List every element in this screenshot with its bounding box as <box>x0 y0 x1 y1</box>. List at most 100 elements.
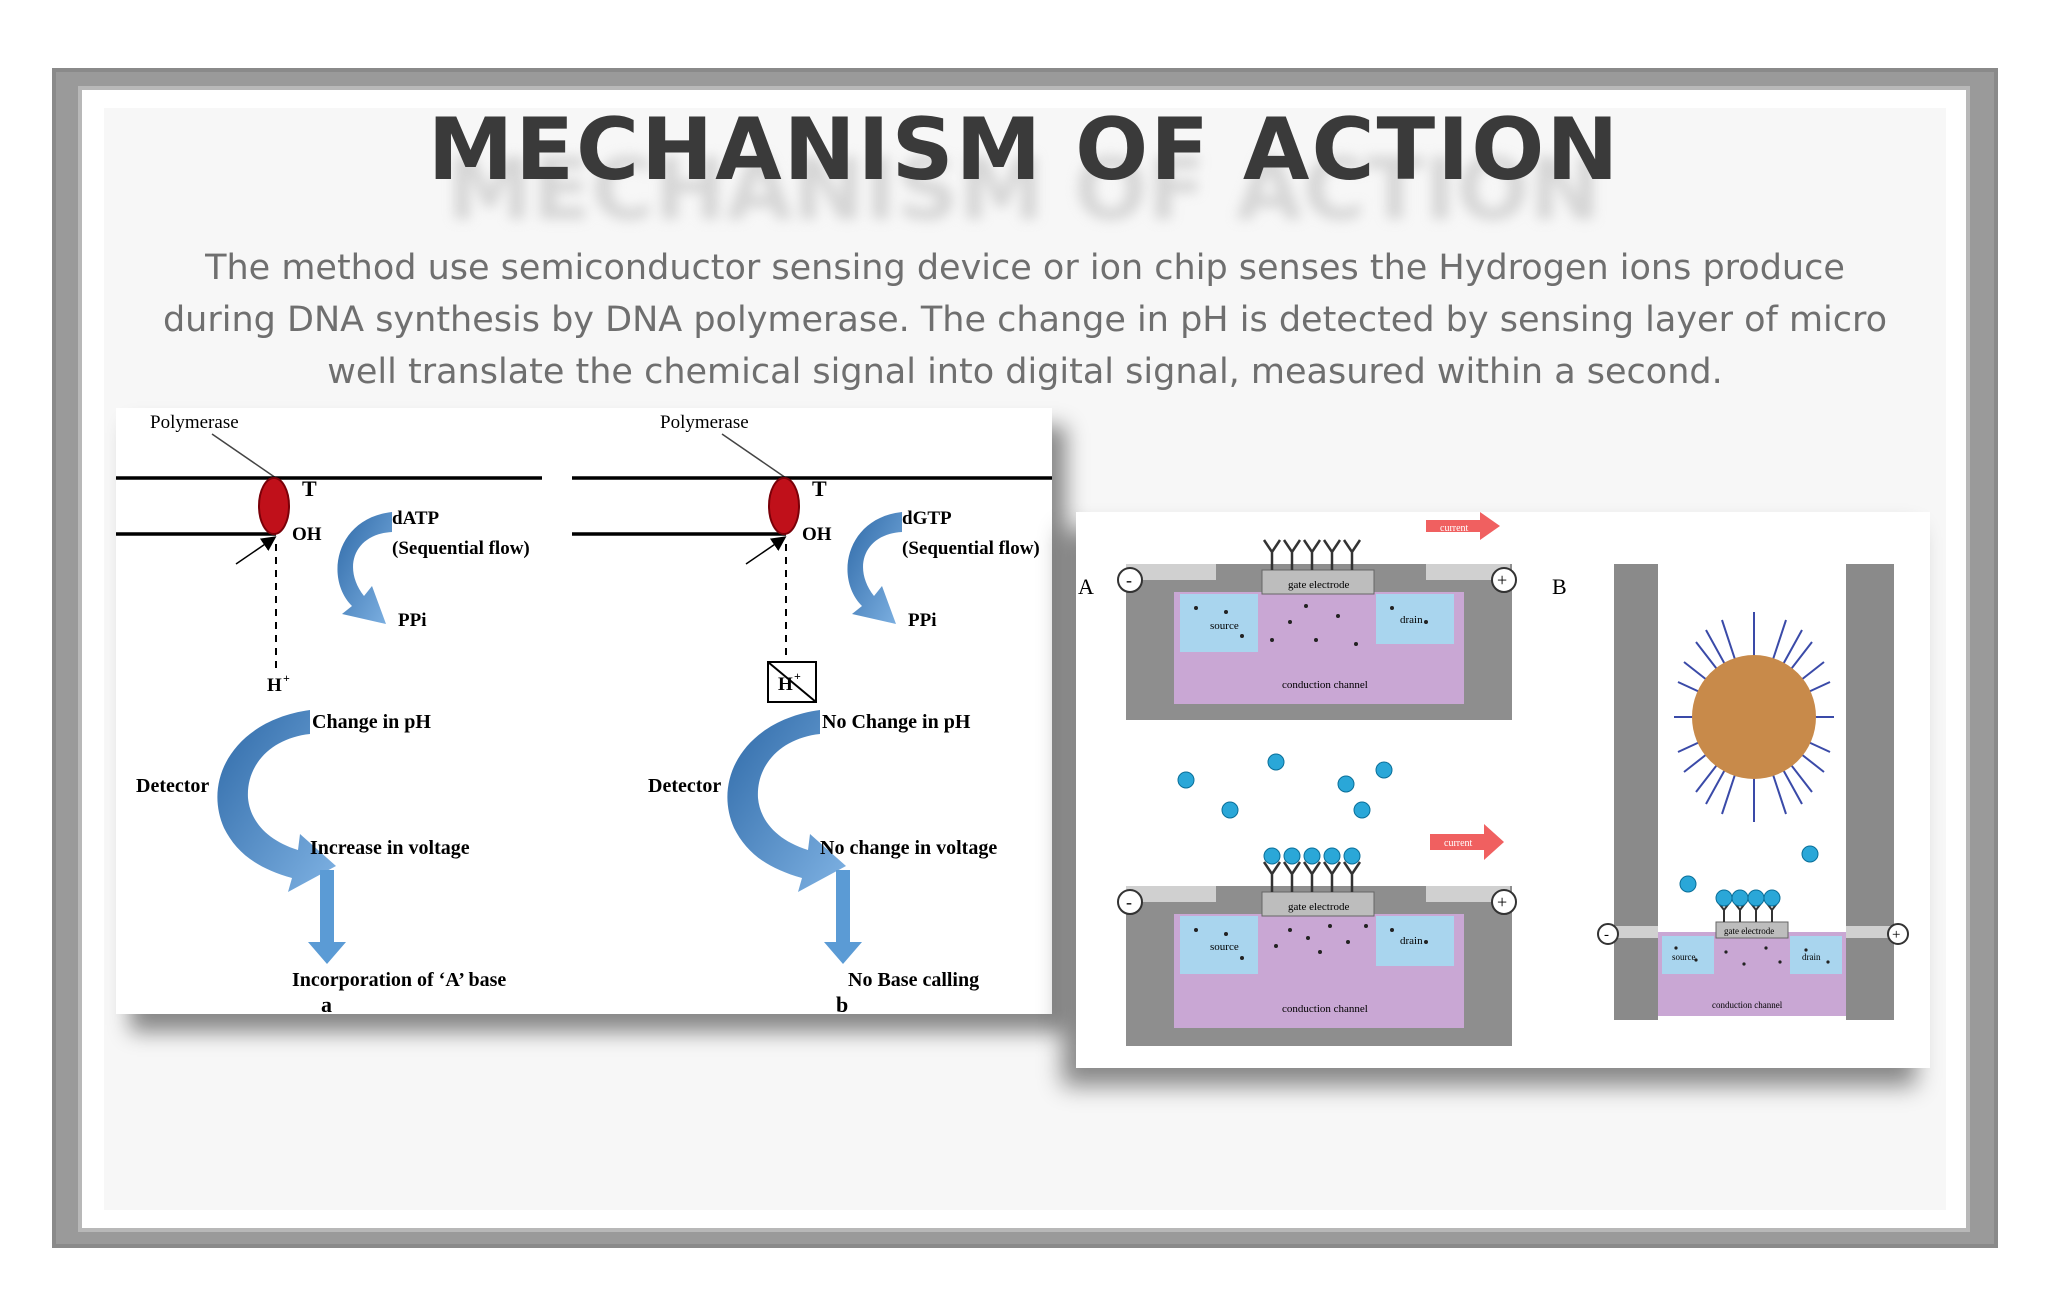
curved-arrow-detector-a <box>217 710 336 892</box>
ppi-label-b: PPi <box>908 610 937 631</box>
charge-dots-well <box>1674 946 1830 966</box>
nucleotide-label-a: dATP <box>392 508 440 529</box>
h-charge-b: + <box>794 669 801 683</box>
transistor-top: gate electrode source drain conduction c… <box>1117 512 1517 720</box>
ph-change-label-a: Change in pH <box>312 711 431 733</box>
flow-diagram-svg: Polymerase T OH dATP (Sequential flow) P… <box>116 412 1052 1017</box>
down-arrow-b <box>824 870 862 964</box>
plus-sign-top: + <box>1497 570 1507 590</box>
minus-sign-well: - <box>1604 927 1609 943</box>
current-arrow-top <box>1426 512 1500 540</box>
polymerase-label-b: Polymerase <box>660 412 749 433</box>
gate-electrode-top <box>1261 569 1375 595</box>
polymerase-label-a: Polymerase <box>150 412 239 433</box>
well-wall-left <box>1614 564 1658 1020</box>
plus-terminal-bottom <box>1491 889 1517 915</box>
current-arrow-bottom <box>1430 824 1504 860</box>
charge-dots-bottom <box>1194 924 1428 960</box>
current-label-top: current <box>1440 523 1469 534</box>
source-region-well <box>1662 936 1714 974</box>
receptors-bottom <box>1262 861 1362 892</box>
drain-region-top <box>1376 594 1454 644</box>
bound-h-ions-bottom <box>1263 847 1361 865</box>
h-ion-label-a: H <box>267 675 282 696</box>
slide-description: The method use semiconductor sensing dev… <box>162 248 1888 392</box>
gate-electrode-well <box>1715 921 1789 939</box>
drain-label-top: drain <box>1400 614 1423 626</box>
ph-change-label-b: No Change in pH <box>822 711 971 733</box>
minus-sign-bottom: - <box>1126 892 1132 912</box>
h-charge-a: + <box>283 671 290 685</box>
plus-terminal-top <box>1491 567 1517 593</box>
ion-chip-panel: A B gate electrode source drain conducti… <box>1076 512 1930 1068</box>
gate-electrode-bottom <box>1261 891 1375 917</box>
drain-label-bottom: drain <box>1400 935 1423 947</box>
charge-dots-top <box>1194 604 1428 646</box>
flow-label-a: (Sequential flow) <box>392 538 530 559</box>
detector-label-b: Detector <box>648 775 721 797</box>
oh-label-b: OH <box>802 524 832 545</box>
flow-label-b: (Sequential flow) <box>902 538 1040 559</box>
nucleotide-label-b: dGTP <box>902 508 952 529</box>
drain-contact-bottom <box>1426 886 1510 902</box>
oh-arrow-a <box>235 536 277 565</box>
minus-terminal-bottom <box>1117 889 1143 915</box>
diagram-b: Polymerase T OH dGTP (Sequential flow) P… <box>572 412 1052 1017</box>
template-t-a: T <box>302 476 317 501</box>
panel-label-a: A <box>1078 574 1094 599</box>
voltage-label-b: No change in voltage <box>820 837 997 859</box>
panel-label-b: B <box>1552 574 1567 599</box>
source-region-top <box>1180 594 1258 652</box>
drain-contact-well <box>1846 926 1898 938</box>
plus-sign-well: + <box>1892 927 1900 943</box>
source-label-bottom: source <box>1210 941 1239 953</box>
microwell-diagram: gate electrode source drain conduction c… <box>1597 564 1909 1020</box>
gate-label-well: gate electrode <box>1724 926 1774 936</box>
source-label-top: source <box>1210 620 1239 632</box>
source-region-bottom <box>1180 916 1258 974</box>
polymerase-icon-b <box>768 477 800 535</box>
channel-label-well: conduction channel <box>1712 1000 1783 1010</box>
oh-label-a: OH <box>292 524 322 545</box>
template-t-b: T <box>812 476 827 501</box>
diagram-a: Polymerase T OH dATP (Sequential flow) P… <box>116 412 542 1017</box>
down-arrow-a <box>308 870 346 964</box>
diagram-label-b: b <box>836 992 848 1014</box>
receptors-top <box>1262 539 1362 570</box>
result-label-b: No Base calling <box>848 969 979 991</box>
ppi-label-a: PPi <box>398 610 427 631</box>
drain-region-well <box>1790 936 1842 974</box>
detector-label-a: Detector <box>136 775 209 797</box>
gate-label-bottom: gate electrode <box>1288 901 1349 913</box>
blocked-h-cross <box>767 661 817 703</box>
sequencing-bead <box>1692 655 1816 779</box>
current-label-bottom: current <box>1444 838 1473 849</box>
voltage-label-a: Increase in voltage <box>310 837 470 859</box>
diagram-label-a: a <box>321 992 332 1014</box>
well-wall-right <box>1846 564 1894 1020</box>
title-reflection: MECHANISM OF ACTION <box>446 140 1602 240</box>
flow-diagram-panel: Polymerase T OH dATP (Sequential flow) P… <box>116 408 1052 1017</box>
polymerase-icon-a <box>258 477 290 535</box>
plus-sign-bottom: + <box>1497 892 1507 912</box>
slide-title: MECHANISM OF ACTION <box>427 100 1621 200</box>
drain-region-bottom <box>1376 916 1454 966</box>
h-ions-well <box>1679 845 1819 907</box>
curved-arrow-ppi-b <box>847 512 902 624</box>
oh-arrow-b <box>745 536 787 565</box>
channel-label-bottom: conduction channel <box>1282 1003 1368 1015</box>
channel-label-top: conduction channel <box>1282 679 1368 691</box>
drain-label-well: drain <box>1802 952 1821 962</box>
gate-label-top: gate electrode <box>1288 579 1349 591</box>
transistor-bottom: gate electrode source drain conduction c… <box>1117 824 1517 1046</box>
free-h-ions <box>1177 753 1393 819</box>
minus-terminal-top <box>1117 567 1143 593</box>
source-label-well: source <box>1672 952 1696 962</box>
minus-sign-top: - <box>1126 570 1132 590</box>
source-contact-well <box>1606 926 1658 938</box>
pointer-line-a <box>211 433 277 479</box>
result-label-a: Incorporation of ‘A’ base <box>292 969 506 991</box>
drain-contact-top <box>1426 564 1510 580</box>
source-contact-top <box>1126 564 1216 580</box>
plus-terminal-well <box>1887 923 1909 945</box>
